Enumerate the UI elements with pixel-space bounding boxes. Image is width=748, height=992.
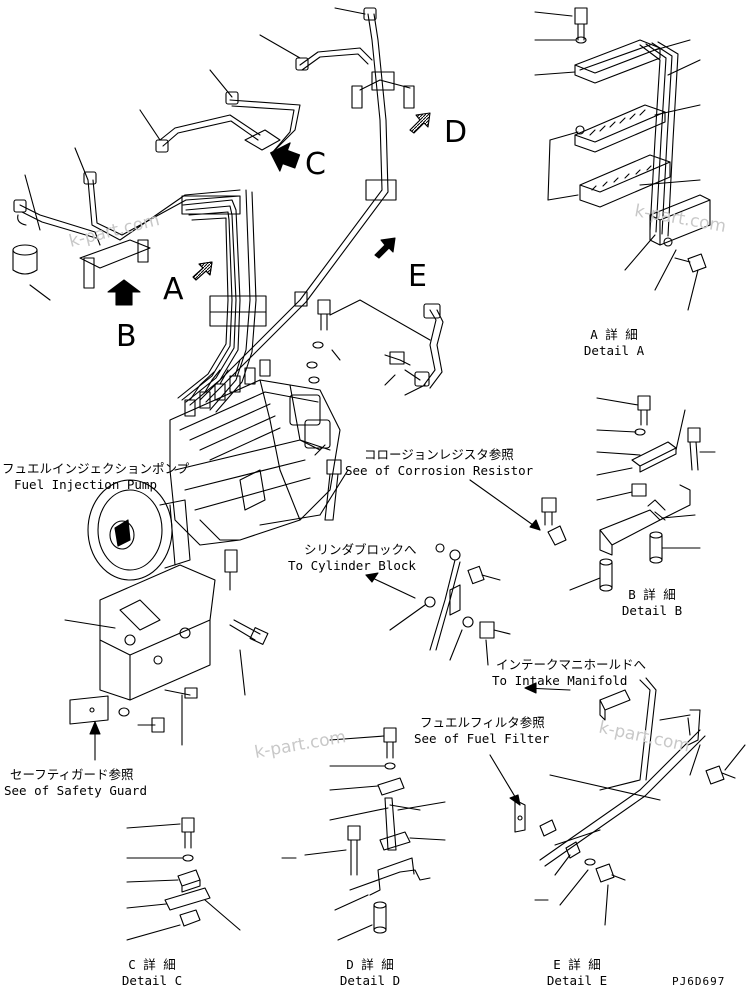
callout-corrosion-resistor-jp: コロージョンレジスタ参照 [364, 447, 514, 462]
callout-intake-manifold-en: To Intake Manifold [492, 673, 628, 688]
callout-cylinder-block-en: To Cylinder Block [288, 558, 416, 573]
cylinder-block-parts [390, 544, 510, 665]
view-letter-a: A [163, 272, 184, 307]
detail-c-drawing [127, 818, 240, 940]
detail-a-caption-en: Detail A [583, 343, 645, 358]
view-letter-b: B [116, 319, 137, 354]
detail-b-caption-en: Detail B [621, 603, 683, 618]
injection-pipes [13, 8, 414, 412]
callout-fuel-filter-jp: フュエルフィルタ参照 [420, 715, 545, 730]
detail-e-drawing [515, 678, 745, 925]
detail-b-drawing [542, 396, 715, 591]
view-arrows [108, 113, 430, 305]
detail-d-caption-en: Detail D [339, 973, 401, 988]
detail-d-drawing [282, 728, 445, 940]
detail-a-drawing [535, 8, 710, 310]
overflow-hose [330, 300, 443, 388]
callout-safety-guard-en: See of Safety Guard [4, 783, 147, 798]
detail-b-caption-jp: B 詳 細 [628, 587, 676, 602]
detail-e-caption-jp: E 詳 細 [553, 957, 601, 972]
detail-d-caption-jp: D 詳 細 [346, 957, 394, 972]
callout-cylinder-block-jp: シリンダブロックへ [304, 542, 417, 557]
drawing-code: PJ6D697 [672, 975, 726, 988]
callout-corrosion-resistor-en: See of Corrosion Resistor [345, 463, 534, 478]
pump-bracket [70, 550, 268, 732]
callout-fuel-injection-pump-en: Fuel Injection Pump [14, 477, 157, 492]
callout-fuel-filter-en: See of Fuel Filter [414, 731, 550, 746]
view-letter-e: E [408, 259, 427, 294]
callout-fuel-injection-pump-jp: フュエルインジェクションポンプ [2, 461, 190, 476]
view-letter-c: C [305, 147, 326, 182]
detail-e-caption-en: Detail E [546, 973, 608, 988]
view-letter-d: D [444, 115, 468, 150]
callout-safety-guard-jp: セーフティガード参照 [10, 767, 134, 782]
detail-a-caption-jp: A 詳 細 [590, 327, 638, 342]
leader-lines-main [25, 8, 425, 745]
fuel-injection-pump [88, 360, 340, 580]
pump-bolt [307, 300, 341, 520]
callout-intake-manifold-jp: インテークマニホールドへ [496, 657, 647, 672]
detail-c-caption-en: Detail C [121, 973, 183, 988]
detail-c-caption-jp: C 詳 細 [128, 957, 176, 972]
